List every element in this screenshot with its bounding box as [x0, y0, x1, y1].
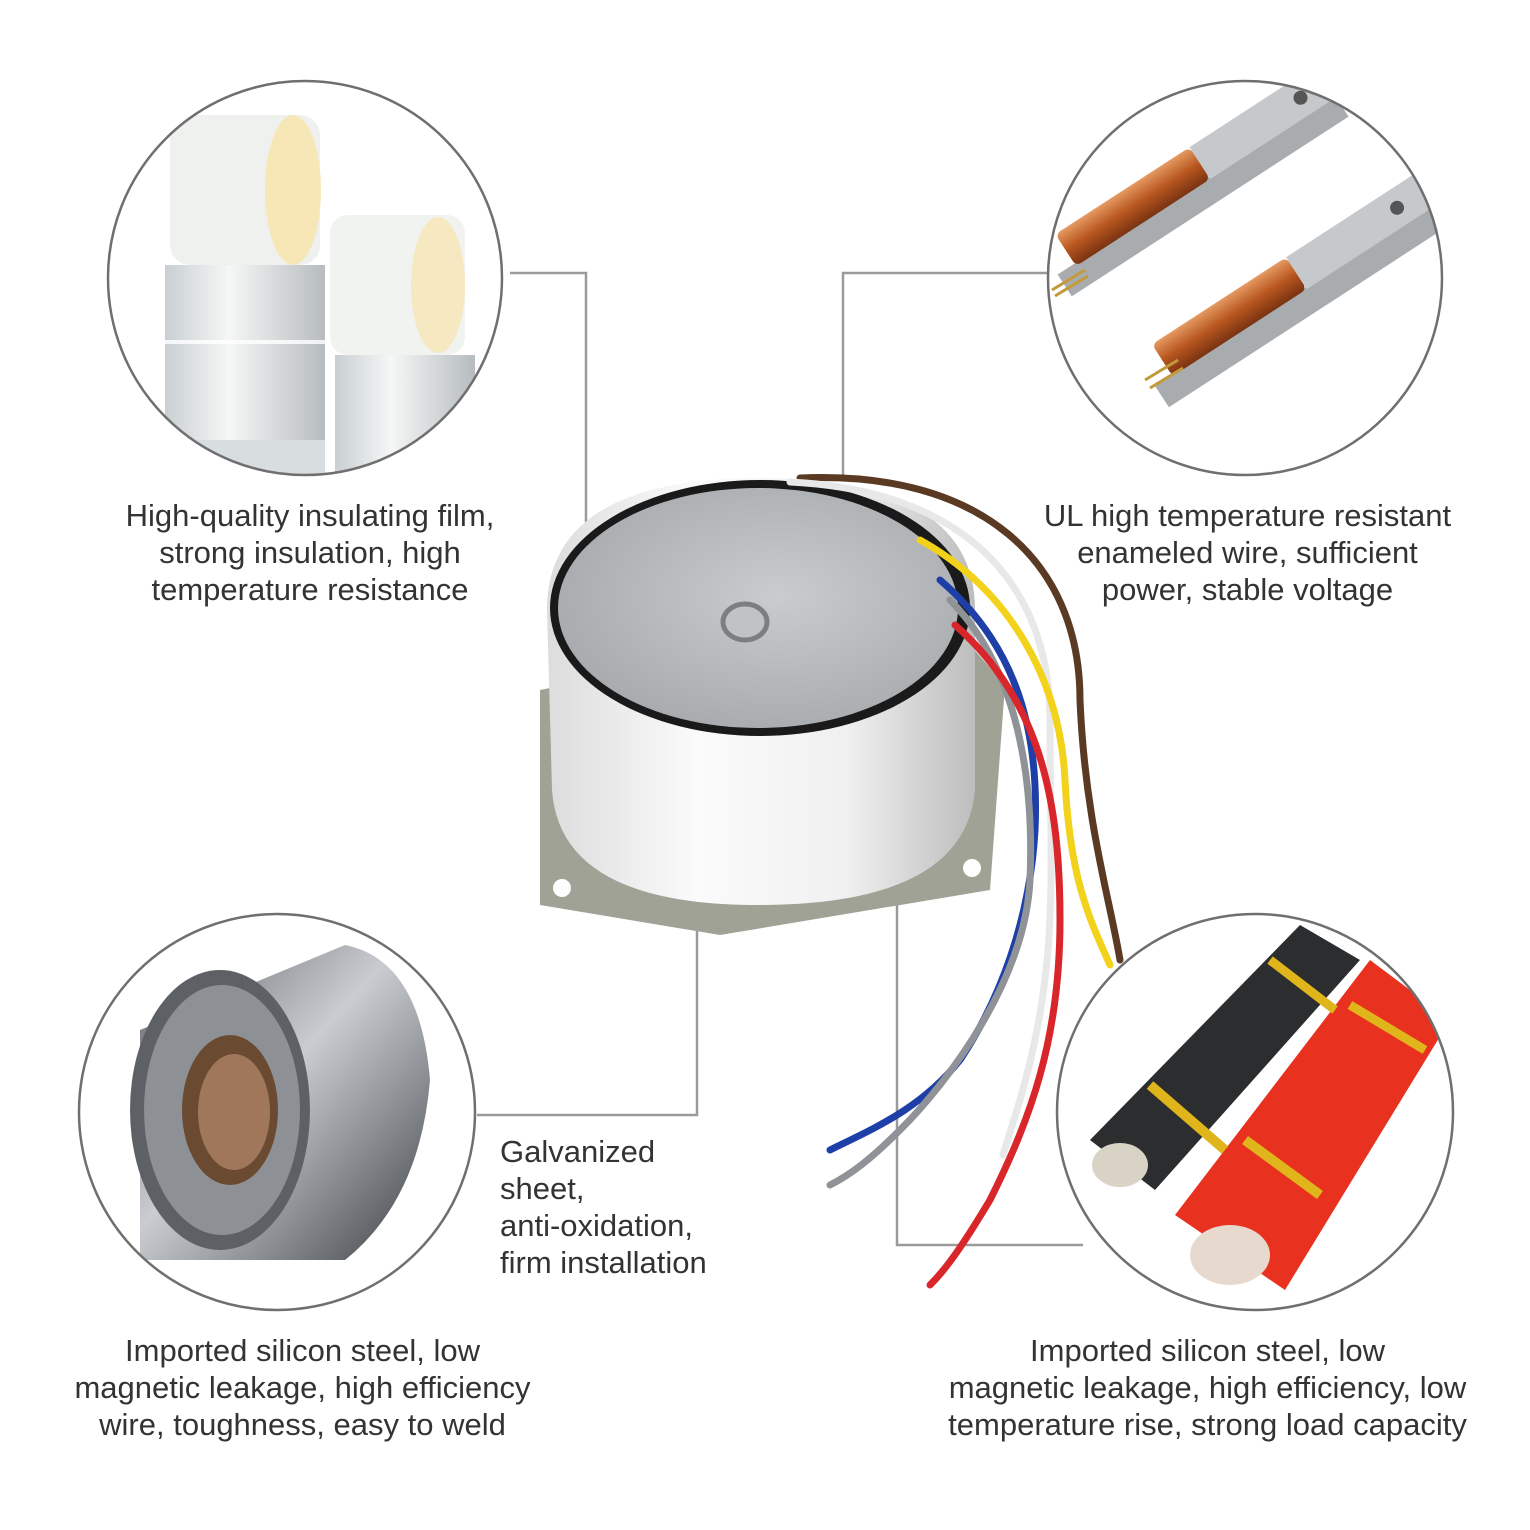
connector-lines — [477, 271, 1083, 1247]
wire-bundles-image — [1055, 912, 1455, 1312]
enameled-wire-caption: UL high temperature resistant enameled w… — [1043, 498, 1452, 607]
toroidal-transformer — [540, 478, 1005, 935]
wire-yellow — [916, 536, 1114, 969]
silicon-steel-caption-right: Imported silicon steel, low magnetic lea… — [948, 1333, 1467, 1442]
galvanized-sheet-caption: Galvanized sheet, anti-oxidation, firm i… — [500, 1134, 707, 1280]
wire-brown — [796, 474, 1124, 964]
silicon-steel-caption-left: Imported silicon steel, low magnetic lea… — [74, 1333, 531, 1442]
connector-line-bottom-right — [895, 810, 1083, 1247]
wire-red — [926, 621, 1064, 1289]
wire-white — [786, 478, 1055, 1159]
insulating-film-image — [106, 79, 504, 477]
wire-gray — [826, 596, 1035, 1189]
connector-line-top-right — [841, 271, 1047, 480]
lead-wires — [786, 474, 1124, 1289]
enameled-wire-image — [1046, 79, 1444, 477]
connector-line-top-left — [510, 271, 588, 585]
silicon-steel-image — [77, 912, 477, 1312]
insulating-film-caption: High-quality insulating film, strong ins… — [125, 498, 495, 607]
